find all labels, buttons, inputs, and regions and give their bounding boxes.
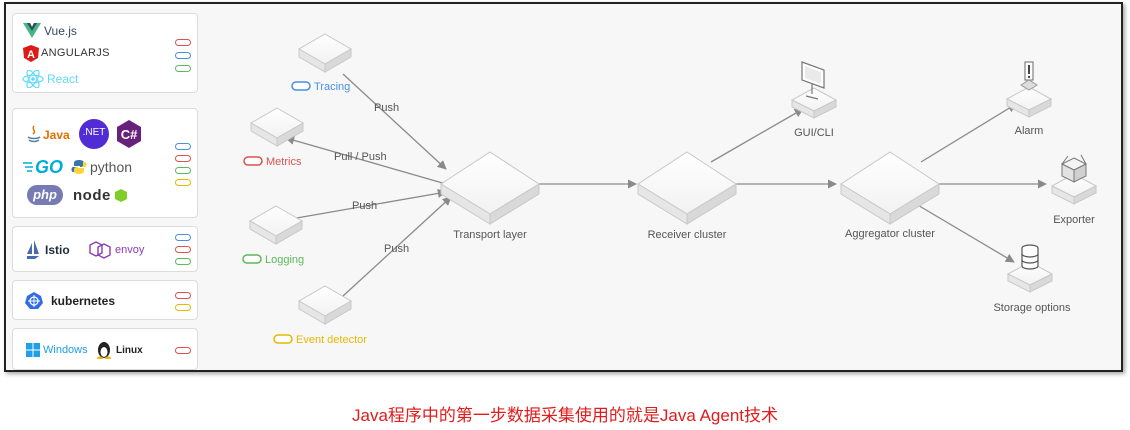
linux-logo-icon — [96, 339, 112, 364]
language-label-java: Java — [43, 128, 70, 142]
status-pill-blue — [175, 234, 191, 241]
istio-logo-icon — [26, 240, 40, 265]
vue-logo-icon — [23, 23, 41, 43]
go-logo-icon: GO — [23, 157, 67, 180]
edge-label-tracing: Push — [374, 102, 399, 114]
receiver-cluster-node — [637, 151, 737, 225]
source-label-metrics: Metrics — [266, 156, 302, 168]
dotnet-logo-icon: .NET — [79, 119, 109, 149]
alarm-node — [1005, 61, 1053, 118]
panel-frameworks: Vue.js A ANGULARJS React — [12, 13, 198, 93]
angular-logo-icon: A — [23, 45, 39, 67]
node-label-storage: Storage options — [993, 302, 1071, 314]
package-icon — [1060, 154, 1088, 183]
transport-layer-node — [440, 151, 540, 225]
metrics-pill — [243, 156, 263, 166]
react-logo-icon — [22, 69, 44, 93]
panel-orchestration: kubernetes — [12, 280, 198, 320]
data-flow-diagram: Push Pull / Push Push Push Tracing — [242, 33, 1098, 346]
edge-transport-to-metrics — [285, 135, 447, 185]
envoy-logo-icon — [89, 241, 113, 264]
framework-label-angular: ANGULARJS — [41, 47, 110, 59]
status-pill-green — [175, 167, 191, 174]
event-pill — [273, 334, 293, 344]
architecture-diagram-frame: Vue.js A ANGULARJS React Java .NET C# GO — [4, 2, 1123, 372]
event-source-box — [297, 285, 353, 325]
edge-tracing-to-transport — [342, 73, 447, 170]
edge-label-metrics: Pull / Push — [334, 151, 387, 163]
edge-label-event: Push — [384, 243, 409, 255]
storage-options-node — [1006, 244, 1054, 293]
aggregator-cluster-node — [840, 151, 940, 225]
node-logo-text: node — [73, 187, 111, 204]
tracing-source-box — [297, 33, 353, 73]
node-label-transport: Transport layer — [453, 229, 527, 241]
status-pill-yellow — [175, 179, 191, 186]
status-pill-red — [175, 347, 191, 354]
panel-service-mesh: Istio envoy — [12, 226, 198, 272]
node-logo-icon: node — [73, 187, 128, 205]
status-pill-green — [175, 65, 191, 72]
edge-event-to-transport — [342, 196, 452, 297]
edge-logging-to-transport — [290, 188, 447, 220]
source-label-logging: Logging — [265, 254, 304, 266]
orchestration-label-kubernetes: kubernetes — [51, 294, 116, 308]
source-label-event: Event detector — [296, 334, 367, 346]
source-label-tracing: Tracing — [314, 81, 350, 93]
python-logo-icon — [71, 159, 87, 180]
status-pill-blue — [175, 52, 191, 59]
windows-logo-icon — [26, 343, 40, 362]
php-logo-text: php — [33, 187, 57, 202]
mesh-label-envoy: envoy — [115, 244, 145, 256]
panel-operating-systems: Windows Linux — [12, 328, 198, 370]
status-pill-yellow — [175, 304, 191, 311]
mesh-label-istio: Istio — [45, 243, 70, 257]
alarm-icon — [1020, 61, 1038, 91]
logging-pill — [242, 254, 262, 264]
logging-source-box — [248, 205, 304, 245]
framework-label-vue: Vue.js — [44, 24, 77, 38]
status-pill-red — [175, 39, 191, 46]
tracing-pill — [291, 81, 311, 91]
edge-receiver-to-gui — [710, 108, 804, 163]
status-pill-blue — [175, 143, 191, 150]
metrics-source-box — [249, 107, 305, 147]
exporter-node — [1050, 154, 1098, 205]
page-caption: Java程序中的第一步数据采集使用的就是Java Agent技术 — [351, 406, 779, 425]
status-pill-red — [175, 246, 191, 253]
os-label-linux: Linux — [116, 345, 143, 356]
status-pill-red — [175, 155, 191, 162]
edge-aggregator-to-alarm — [920, 103, 1017, 163]
monitor-icon — [801, 61, 825, 100]
node-label-gui: GUI/CLI — [794, 127, 834, 139]
svg-text:A: A — [27, 49, 35, 61]
java-logo-icon — [27, 125, 41, 148]
language-label-python: python — [90, 159, 133, 175]
panel-languages: Java .NET C# GO python php node — [12, 108, 198, 218]
edge-label-logging: Push — [352, 200, 377, 212]
node-label-receiver: Receiver cluster — [648, 229, 727, 241]
os-label-windows: Windows — [43, 344, 88, 356]
status-pill-green — [175, 258, 191, 265]
node-label-alarm: Alarm — [1015, 125, 1044, 137]
csharp-logo-text: C# — [121, 127, 138, 142]
csharp-logo-icon: C# — [115, 120, 143, 153]
status-pill-red — [175, 292, 191, 299]
node-label-exporter: Exporter — [1053, 214, 1095, 226]
framework-label-react: React — [47, 72, 79, 86]
go-logo-text: GO — [35, 157, 63, 175]
dotnet-logo-text: .NET — [82, 127, 106, 138]
edge-aggregator-to-storage — [915, 203, 1015, 263]
kubernetes-logo-icon — [25, 292, 43, 315]
node-label-aggregator: Aggregator cluster — [845, 228, 935, 240]
php-logo-icon: php — [27, 185, 63, 205]
gui-cli-node — [790, 61, 838, 119]
database-icon — [1021, 244, 1039, 270]
